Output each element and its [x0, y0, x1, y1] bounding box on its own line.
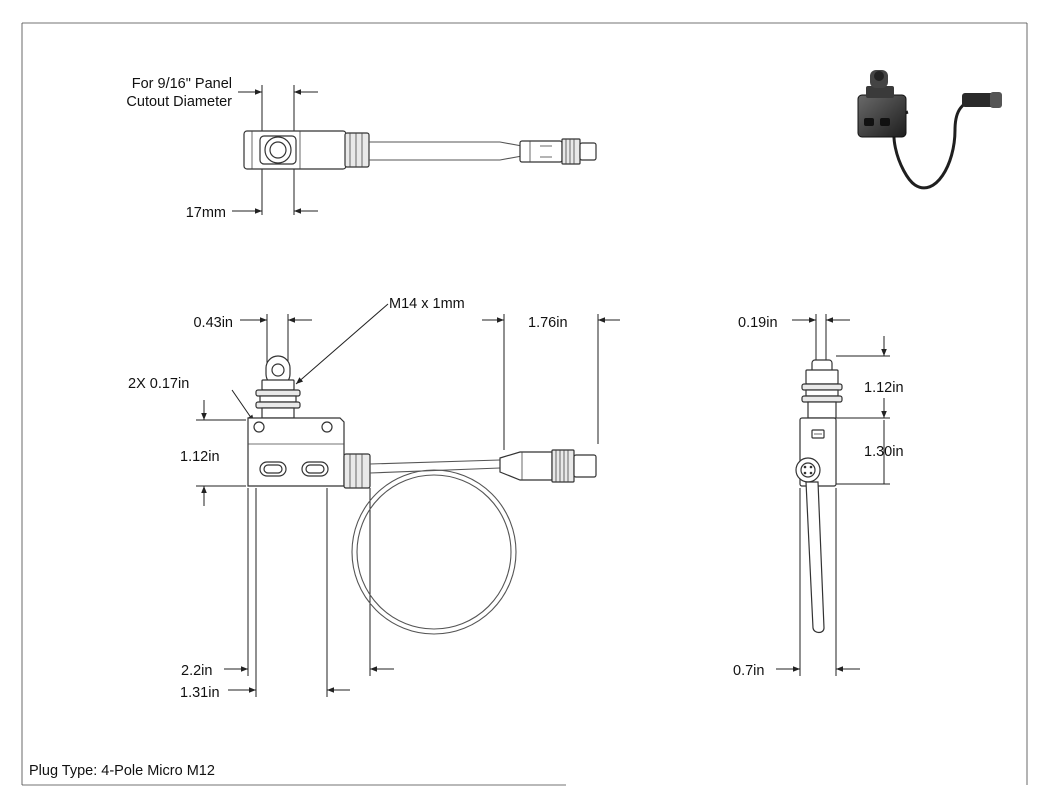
mounting-hole-right: [321, 421, 333, 433]
side-dim-112-label: 1.12in: [864, 380, 904, 396]
plug-type-label: Plug Type: 4-Pole Micro M12: [29, 763, 215, 779]
front-view-cable: [351, 459, 517, 635]
product-photo: [857, 70, 1002, 190]
dim-112-label: 1.12in: [180, 449, 220, 465]
front-view-switch-body: [247, 417, 345, 487]
front-view-m12-connector: [499, 449, 597, 483]
front-view-roller-actuator: [261, 355, 295, 391]
sheet-border: [21, 22, 1028, 786]
width-17mm-label: 17mm: [186, 205, 226, 221]
side-view-switch-body: [795, 359, 843, 487]
top-view-m12-connector: [519, 138, 597, 165]
dim-043-label: 0.43in: [193, 315, 233, 331]
side-view: 0.19in 1.12in 1.30in 0.7in: [733, 314, 904, 679]
dim-22-label: 2.2in: [181, 663, 212, 679]
thread-label: M14 x 1mm: [389, 296, 465, 312]
side-view-cable: [805, 481, 825, 634]
side-view-dimensions: [776, 314, 890, 676]
front-view: 0.43in M14 x 1mm 1.76in 2X 0.17in 1.12in…: [128, 296, 620, 701]
front-view-cable-gland: [343, 453, 371, 489]
cutout-label-line2: Cutout Diameter: [126, 94, 232, 110]
top-view: For 9/16" Panel Cutout Diameter 17mm: [126, 76, 597, 221]
front-view-dimensions: [196, 303, 620, 697]
dim-176-label: 1.76in: [528, 315, 568, 331]
side-dim-019-label: 0.19in: [738, 315, 778, 331]
dim-131-label: 1.31in: [180, 685, 220, 701]
side-dim-07-label: 0.7in: [733, 663, 764, 679]
top-view-cable: [369, 141, 523, 161]
holes-label: 2X 0.17in: [128, 376, 189, 392]
cutout-label-line1: For 9/16" Panel: [132, 76, 232, 92]
front-view-threaded-bushing: [255, 389, 301, 419]
top-view-switch-body: [243, 130, 370, 170]
mounting-hole-left: [253, 421, 265, 433]
